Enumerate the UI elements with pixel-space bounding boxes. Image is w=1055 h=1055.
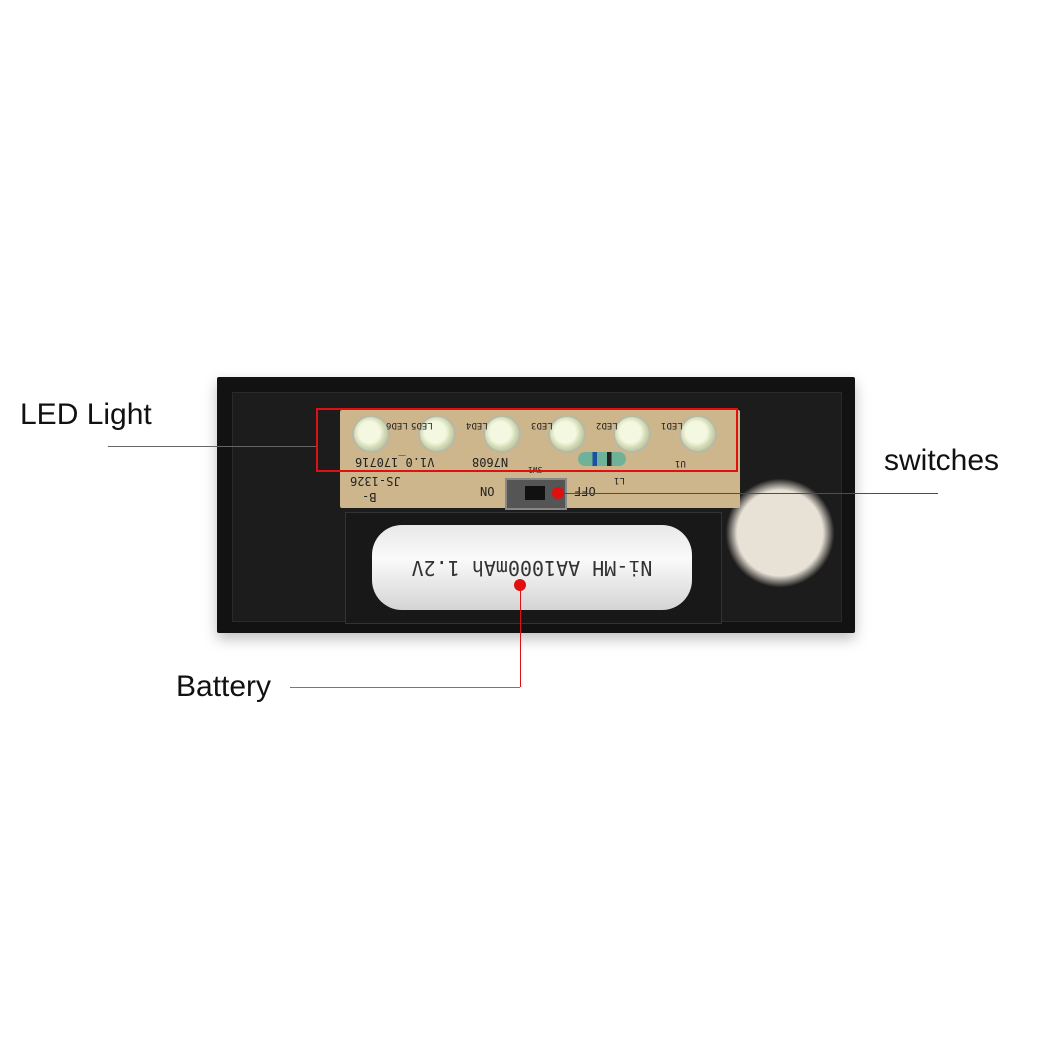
led-highlight-box: [316, 408, 738, 472]
wire-bundle: [725, 478, 835, 588]
led-4: [483, 415, 521, 453]
pcb-b-minus: B-: [362, 490, 377, 504]
battery: [372, 525, 692, 610]
switches-label: switches: [884, 444, 1000, 477]
switch-knob: [525, 486, 545, 500]
pcb-inductor-label: L1: [614, 475, 625, 485]
battery-callout-vertical-line: [520, 585, 521, 687]
pcb-on-label: ON: [480, 484, 495, 498]
led-1: [679, 415, 717, 453]
pcb-board-id: JS-1326: [350, 474, 401, 488]
led-light-label: LED Light: [20, 398, 152, 431]
battery-label: Battery: [176, 670, 272, 703]
led-2: [613, 415, 651, 453]
switch-callout-line: [558, 493, 938, 494]
battery-callout-line: [290, 687, 520, 688]
led-3: [548, 415, 586, 453]
resistor: [578, 452, 626, 466]
led-6: [352, 415, 390, 453]
led-callout-line: [108, 446, 316, 447]
led-5: [418, 415, 456, 453]
battery-print: Ni-MH AA1000mAh 1.2V: [411, 556, 653, 580]
pcb-off-label: OFF: [574, 484, 596, 498]
